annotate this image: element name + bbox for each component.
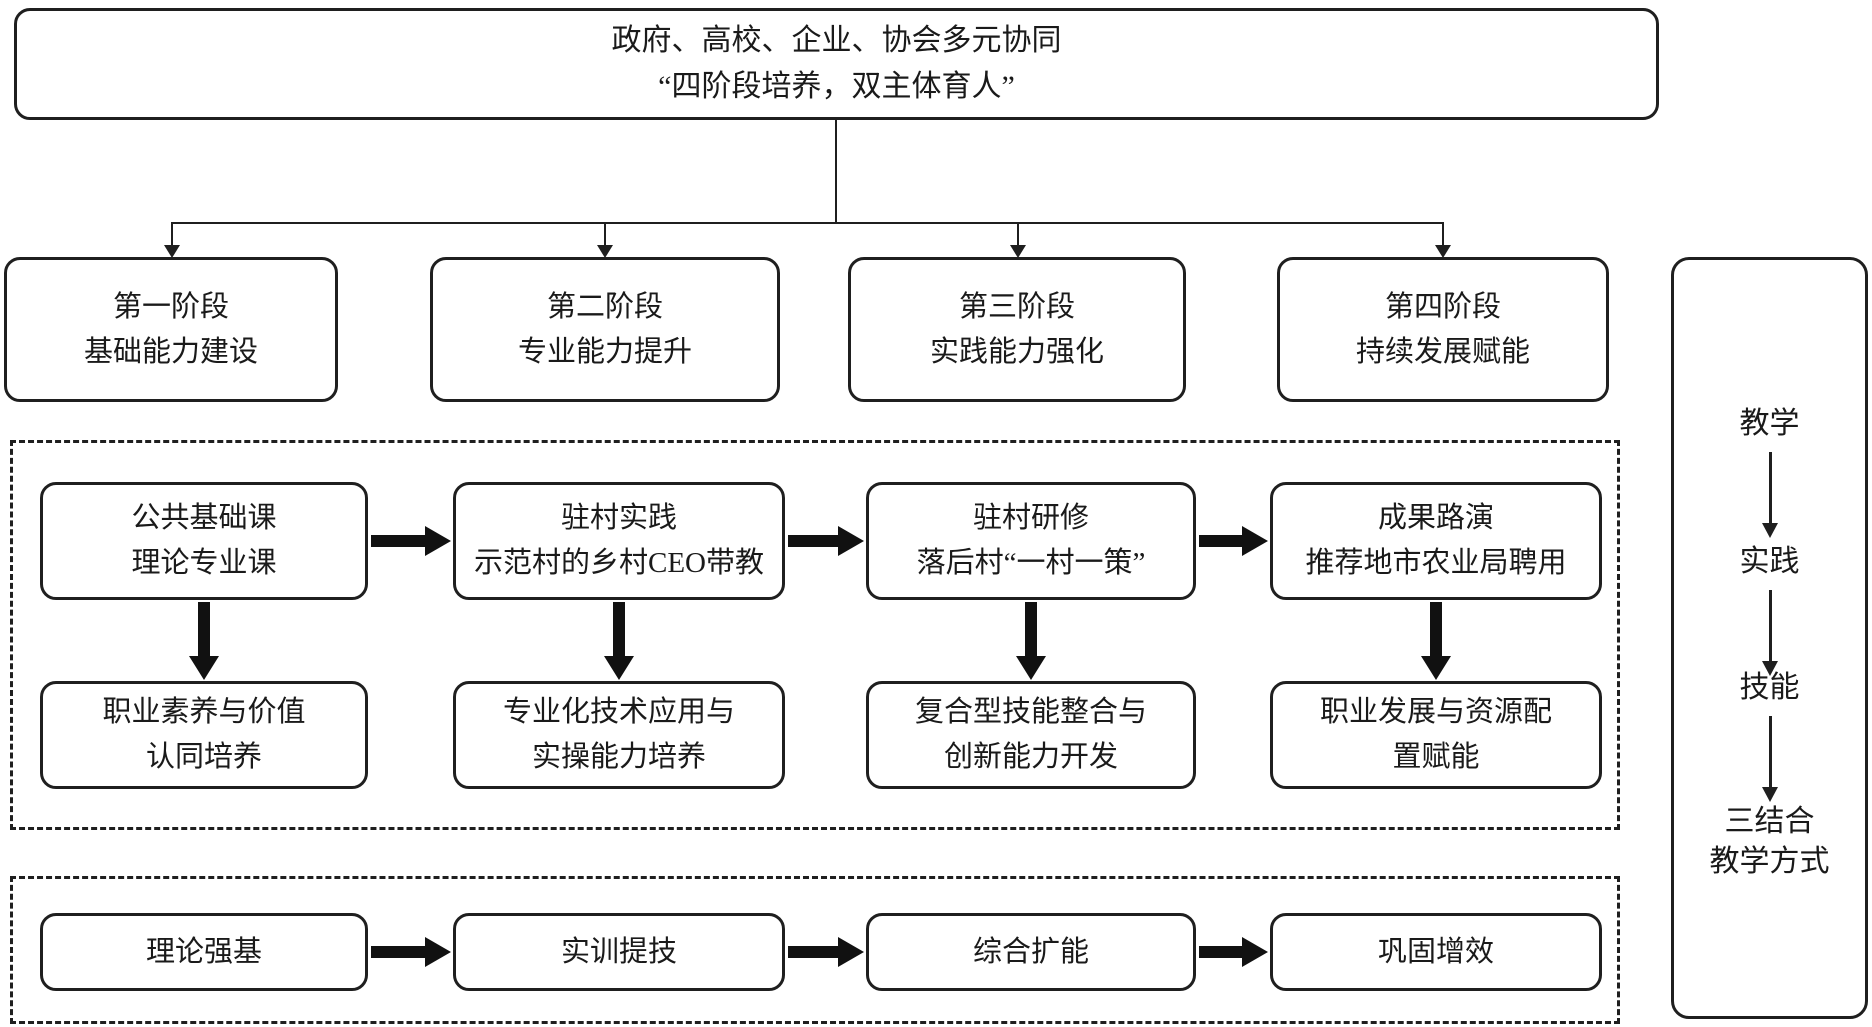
right-arrow-icon [788,526,864,556]
right-arrow-icon [371,937,451,967]
connector-stub-3 [1017,222,1019,246]
stage-3-line1: 第三阶段 [958,290,1075,323]
roadshow-line1: 成果路演 [1377,502,1494,535]
village-practice-box: 驻村实践 示范村的乡村CEO带教 [453,482,785,600]
down-arrow-icon [189,602,219,680]
down-arrow-icon [1016,602,1046,680]
connector-stub-2 [604,222,606,246]
technical-application-line2: 实操能力培养 [531,741,706,773]
professional-quality-line2: 认同培养 [145,741,262,773]
right-arrow-icon [788,937,864,967]
professional-quality-box: 职业素养与价值 认同培养 [40,681,368,789]
bottom-dashed-container [10,876,1620,1024]
course-box: 公共基础课 理论专业课 [40,482,368,600]
stage-3-line2: 实践能力强化 [929,335,1104,368]
side-label-skill: 技能 [1739,671,1800,704]
roadshow-line2: 推荐地市农业局聘用 [1305,547,1567,579]
stage-2-line2: 专业能力提升 [517,335,692,368]
down-arrow-icon [604,602,634,680]
right-arrow-icon [1199,937,1268,967]
village-practice-line1: 驻村实践 [560,502,677,535]
stage-2-box: 第二阶段 专业能力提升 [430,257,780,402]
title-box: 政府、高校、企业、协会多元协同 “四阶段培养，双主体育人” [14,8,1659,120]
training-skill-box: 实训提技 [453,913,785,991]
consolidation-label: 巩固增效 [1377,935,1494,968]
stage-1-line2: 基础能力建设 [83,335,258,368]
technical-application-line1: 专业化技术应用与 [502,696,735,729]
composite-skill-box: 复合型技能整合与 创新能力开发 [866,681,1196,789]
stage-4-line1: 第四阶段 [1384,290,1501,323]
middle-dashed-container [10,440,1620,830]
down-arrow-icon [1760,452,1780,538]
down-arrowhead-icon [164,245,180,258]
stage-1-line1: 第一阶段 [112,290,229,323]
title-line2: “四阶段培养，双主体育人” [658,70,1015,103]
down-arrow-icon [1760,716,1780,802]
down-arrowhead-icon [1010,245,1026,258]
down-arrowhead-icon [1435,245,1451,258]
connector-vertical-line [835,120,837,223]
side-label-three-combination-line2: 教学方式 [1709,845,1830,878]
village-study-line2: 落后村“一村一策” [916,547,1146,579]
side-label-teaching: 教学 [1739,407,1800,440]
title-line1: 政府、高校、企业、协会多元协同 [611,23,1062,57]
down-arrowhead-icon [597,245,613,258]
down-arrow-icon [1421,602,1451,680]
side-panel [1671,257,1868,1019]
right-arrow-icon [371,526,451,556]
connector-stub-1 [171,222,173,246]
right-arrow-icon [1199,526,1268,556]
village-practice-line2: 示范村的乡村CEO带教 [473,547,764,579]
stage-2-line1: 第二阶段 [546,290,663,323]
composite-skill-line1: 复合型技能整合与 [914,696,1147,729]
theory-foundation-box: 理论强基 [40,913,368,991]
roadshow-box: 成果路演 推荐地市农业局聘用 [1270,482,1602,600]
career-development-line1: 职业发展与资源配 [1319,696,1552,729]
village-study-box: 驻村研修 落后村“一村一策” [866,482,1196,600]
training-skill-label: 实训提技 [560,935,677,968]
career-development-box: 职业发展与资源配 置赋能 [1270,681,1602,789]
comprehensive-expansion-label: 综合扩能 [972,935,1089,968]
course-box-line1: 公共基础课 [131,502,277,535]
connector-horizontal-line [172,222,1444,224]
career-development-line2: 置赋能 [1392,741,1480,773]
connector-stub-4 [1442,222,1444,246]
stage-4-line2: 持续发展赋能 [1355,335,1530,368]
stage-4-box: 第四阶段 持续发展赋能 [1277,257,1609,402]
course-box-line2: 理论专业课 [131,547,277,579]
stage-3-box: 第三阶段 实践能力强化 [848,257,1186,402]
composite-skill-line2: 创新能力开发 [943,741,1118,773]
comprehensive-expansion-box: 综合扩能 [866,913,1196,991]
side-label-three-combination-line1: 三结合 [1724,805,1815,838]
professional-quality-line1: 职业素养与价值 [102,696,306,729]
consolidation-box: 巩固增效 [1270,913,1602,991]
technical-application-box: 专业化技术应用与 实操能力培养 [453,681,785,789]
stage-1-box: 第一阶段 基础能力建设 [4,257,338,402]
side-label-practice: 实践 [1739,545,1800,578]
theory-foundation-label: 理论强基 [145,935,262,968]
village-study-line1: 驻村研修 [972,502,1089,535]
down-arrow-icon [1760,590,1780,676]
